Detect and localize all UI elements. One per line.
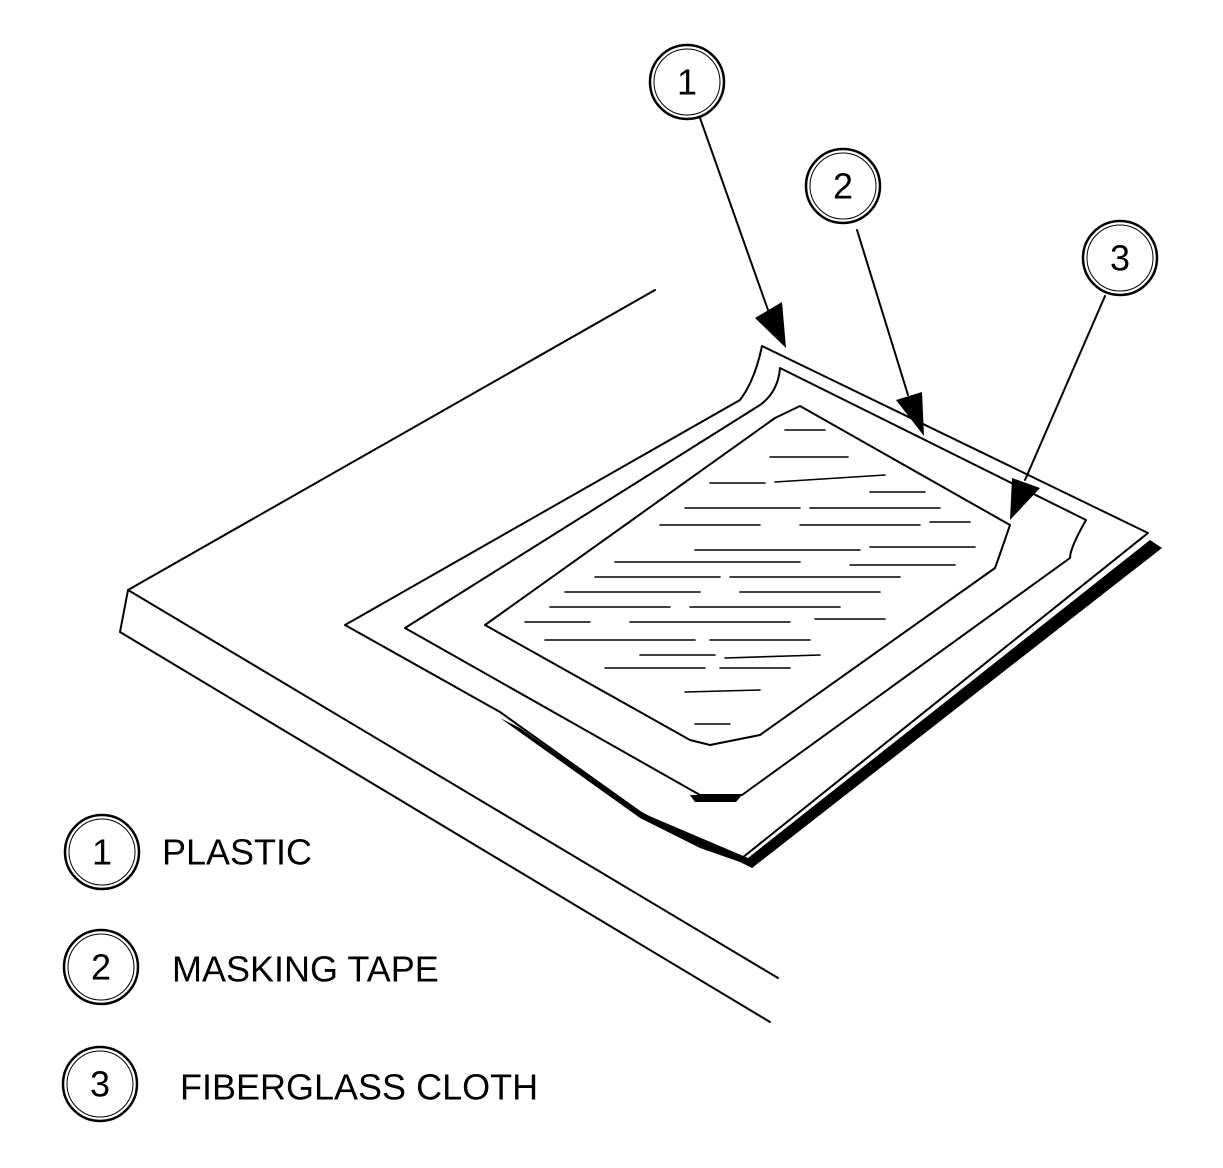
fiberglass-texture xyxy=(524,429,976,725)
legend-item-plastic: 1 PLASTIC xyxy=(63,813,312,891)
plastic-sheet xyxy=(344,345,1149,859)
arrowhead-3 xyxy=(1010,478,1040,520)
legend-2-label: MASKING TAPE xyxy=(172,949,439,990)
legend-3-number: 3 xyxy=(90,1064,110,1105)
callout-2: 2 xyxy=(804,147,882,225)
masking-tape xyxy=(404,367,1087,796)
legend-1-number: 1 xyxy=(92,832,112,873)
arrowhead-2 xyxy=(896,392,924,436)
callout-3-number: 3 xyxy=(1110,238,1130,279)
tape-shadow xyxy=(690,795,742,802)
legend-2-number: 2 xyxy=(91,947,111,988)
callout-2-number: 2 xyxy=(833,166,853,207)
legend-item-fiberglass-cloth: 3 FIBERGLASS CLOTH xyxy=(61,1045,538,1123)
leader-lines xyxy=(699,117,1106,520)
plastic-shadow xyxy=(500,540,1162,868)
callout-1: 1 xyxy=(648,43,726,121)
legend: 1 PLASTIC 2 MASKING TAPE 3 FIBERGLASS CL… xyxy=(61,813,538,1123)
legend-1-label: PLASTIC xyxy=(162,832,312,873)
fiberglass-cloth xyxy=(484,405,1011,746)
legend-3-label: FIBERGLASS CLOTH xyxy=(180,1067,538,1108)
legend-item-masking-tape: 2 MASKING TAPE xyxy=(62,928,439,1006)
callout-1-number: 1 xyxy=(677,62,697,103)
arrowhead-1 xyxy=(755,302,786,348)
callout-3: 3 xyxy=(1081,219,1159,297)
panel-surface xyxy=(119,289,779,1023)
